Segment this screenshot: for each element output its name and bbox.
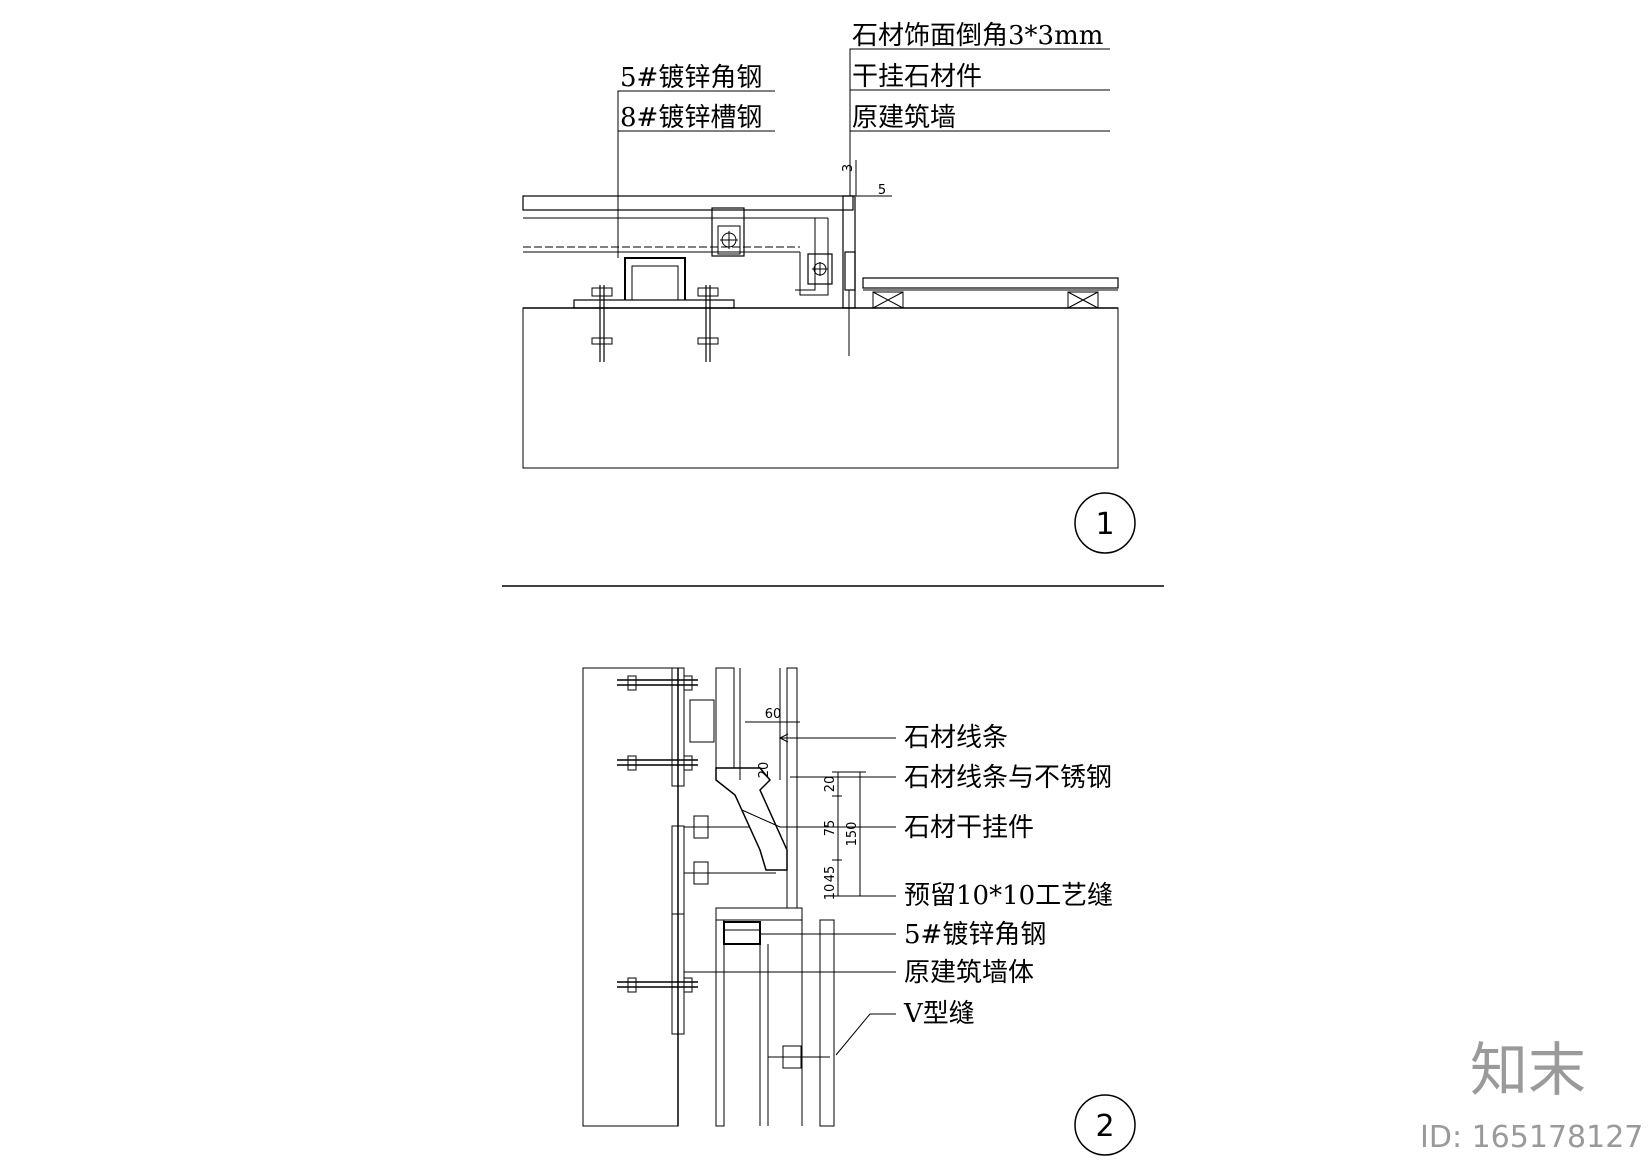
- anchor-bolt-2: [697, 285, 719, 362]
- stone-moulding: [715, 767, 788, 871]
- inner-frame-2: [795, 218, 816, 291]
- dim-60: 60: [765, 707, 782, 722]
- dim-150: 150: [845, 822, 860, 847]
- leader-stone-strip-arrow: [778, 733, 789, 743]
- dim-5: 5: [878, 183, 886, 198]
- label-angle-steel-2: 5#镀锌角钢: [904, 920, 1046, 950]
- stone-face-upper: [786, 667, 798, 909]
- leader-angle-steel: [617, 90, 775, 258]
- embed-plate-3: [671, 913, 685, 1035]
- leader-dry-hang: [741, 809, 896, 828]
- dim-10: 10: [823, 884, 838, 901]
- floor-joist-2: [1067, 291, 1099, 309]
- dim-75: 75: [823, 820, 838, 837]
- wall-hatch: [582, 667, 679, 1127]
- clip-2: [807, 253, 833, 285]
- lower-top: [715, 907, 803, 921]
- dim-20b: 20: [823, 776, 838, 793]
- wall-bolt-2: [617, 755, 698, 771]
- base-wall-hatch: [522, 307, 1119, 469]
- watermark-logo: 知末: [1470, 1036, 1586, 1104]
- detail-2-marker: [1074, 1094, 1136, 1156]
- label-chamfer: 石材饰面倒角3*3mm: [852, 21, 1103, 51]
- clip-1-inner: [717, 225, 741, 255]
- channel-steel-inner: [631, 265, 679, 300]
- embed-plate-1: [671, 667, 685, 787]
- clip-plate-a: [689, 699, 715, 743]
- stone-face-lower: [819, 919, 835, 1127]
- label-wall-body: 原建筑墙体: [904, 958, 1034, 988]
- label-dry-hang-piece: 石材干挂件: [904, 813, 1034, 843]
- lower-vertical: [715, 919, 725, 1127]
- anchor-bolt-1: [591, 285, 613, 362]
- detail-1-number: 1: [1095, 507, 1114, 542]
- hang-bolt-2: [684, 861, 776, 885]
- clip-1: [711, 207, 745, 257]
- stone-panel: [522, 195, 854, 211]
- label-dry-hang: 干挂石材件: [852, 62, 982, 92]
- label-angle-steel: 5#镀锌角钢: [620, 63, 762, 93]
- base-plate: [573, 299, 735, 309]
- label-wall: 原建筑墙: [852, 103, 956, 133]
- floor-finish: [862, 277, 1119, 289]
- leader-chamfer: [849, 48, 1110, 196]
- wall-bolt-1: [617, 675, 698, 691]
- label-v-joint: V型缝: [903, 999, 975, 1029]
- dim-20a: 20: [757, 762, 772, 779]
- dim-45: 45: [823, 866, 838, 883]
- detail-1-marker: [1074, 492, 1136, 554]
- angle-steel: [723, 921, 761, 945]
- detail-1: 3 5 5#镀锌角钢 8#镀锌槽钢 石材饰面倒角3*3mm 干挂石材件 原建筑墙…: [522, 21, 1136, 554]
- label-channel-steel: 8#镀锌槽钢: [620, 103, 762, 133]
- hang-bolt-1: [684, 815, 750, 839]
- label-stone-strip: 石材线条: [904, 723, 1008, 753]
- watermark-id: ID: 165178127: [1420, 1120, 1643, 1155]
- dim-3: 3: [841, 164, 856, 172]
- clip-3: [844, 251, 856, 291]
- label-reserved-joint: 预留10*10工艺缝: [904, 881, 1113, 911]
- detail-2-number: 2: [1095, 1109, 1114, 1144]
- inner-frame: [799, 218, 829, 296]
- label-stone-strip-ss: 石材线条与不锈钢: [904, 763, 1112, 793]
- wall-bolt-3: [617, 977, 698, 993]
- stone-vertical-upper: [715, 667, 735, 769]
- detail-2: 60 20 20 75 150 45 10 石材线条 石材线条与不锈钢 石材干挂…: [582, 667, 1136, 1156]
- floor-joist-1: [872, 291, 904, 309]
- lower-bolt: [768, 1045, 830, 1069]
- leader-v-joint: [835, 1013, 896, 1056]
- channel-steel: [624, 257, 686, 300]
